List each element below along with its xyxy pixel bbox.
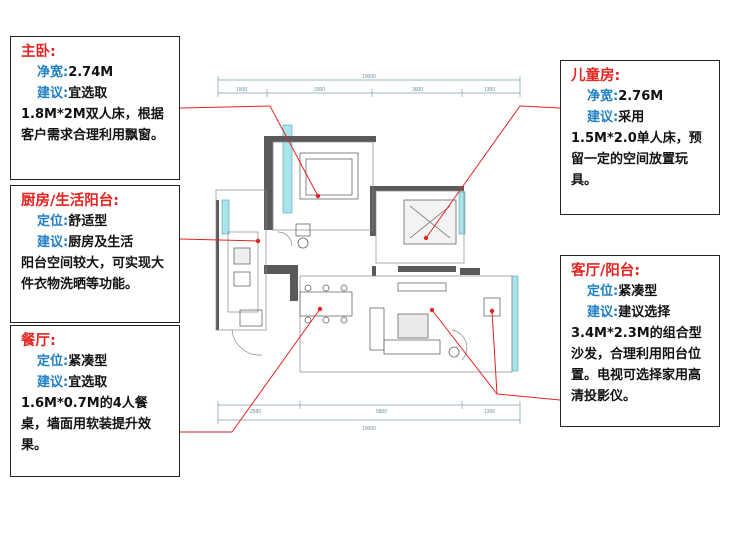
- dining-key-2: 建议:: [37, 375, 69, 390]
- room-outlines: [215, 141, 513, 373]
- dining-title: 餐厅:: [21, 333, 56, 349]
- child-val-2: 采用: [618, 110, 645, 125]
- child-key-1: 净宽:: [587, 89, 619, 104]
- living-desc: 3.4M*2.3M的组合型沙发，合理利用阳台位置。电视可选择家用高清投影仪。: [571, 326, 702, 404]
- kitchen-val-1: 舒适型: [68, 214, 108, 229]
- master-val-1: 2.74M: [68, 65, 114, 80]
- leader-lines: [179, 105, 561, 433]
- dim-bottom-2: 5800: [376, 409, 387, 415]
- dim-bottom-3: 1300: [484, 409, 495, 415]
- master-key-2: 建议:: [37, 86, 69, 101]
- living-key-2: 建议:: [587, 305, 619, 320]
- dining-desc: 1.6M*0.7M的4人餐桌，墙面用软装提升效果。: [21, 396, 152, 453]
- kitchen-val-2: 厨房及生活: [68, 235, 134, 250]
- master-bedroom-title: 主卧:: [21, 44, 56, 60]
- dimension-lines: [217, 76, 521, 424]
- dining-val-2: 宜选取: [68, 375, 108, 390]
- dim-top-4: 1300: [484, 87, 495, 93]
- living-balcony-note: 客厅/阳台: 定位:紧凑型 建议:建议选择 3.4M*2.3M的组合型沙发，合理…: [560, 255, 720, 427]
- master-key-1: 净宽:: [37, 65, 69, 80]
- child-room-note: 儿童房: 净宽:2.76M 建议:采用 1.5M*2.0单人床，预留一定的空间放…: [560, 60, 720, 215]
- living-title: 客厅/阳台:: [571, 263, 641, 279]
- master-desc: 1.8M*2M双人床，根据客户需求合理利用飘窗。: [21, 107, 165, 143]
- kitchen-desc: 阳台空间较大，可实现大件衣物洗晒等功能。: [21, 256, 165, 292]
- master-val-2: 宜选取: [68, 86, 108, 101]
- dim-top-1: 1500: [236, 87, 247, 93]
- kitchen-key-2: 建议:: [37, 235, 69, 250]
- kitchen-title: 厨房/生活阳台:: [21, 193, 120, 209]
- living-key-1: 定位:: [587, 284, 619, 299]
- dim-bottom-1: 2580: [250, 409, 261, 415]
- furniture: [233, 152, 501, 358]
- living-val-1: 紧凑型: [618, 284, 658, 299]
- child-desc: 1.5M*2.0单人床，预留一定的空间放置玩具。: [571, 131, 702, 188]
- living-val-2: 建议选择: [618, 305, 671, 320]
- dining-note: 餐厅: 定位:紧凑型 建议:宜选取 1.6M*0.7M的4人餐桌，墙面用软装提升…: [10, 325, 180, 477]
- balconies: [221, 124, 519, 372]
- dining-key-1: 定位:: [37, 354, 69, 369]
- dim-bottom-total: 10000: [362, 426, 376, 432]
- dim-top-total: 10000: [362, 74, 376, 80]
- dim-top-2: 3300: [314, 87, 325, 93]
- kitchen-balcony-note: 厨房/生活阳台: 定位:舒适型 建议:厨房及生活 阳台空间较大，可实现大件衣物洗…: [10, 185, 180, 323]
- dining-val-1: 紧凑型: [68, 354, 108, 369]
- master-bedroom-note: 主卧: 净宽:2.74M 建议:宜选取 1.8M*2M双人床，根据客户需求合理利…: [10, 36, 180, 180]
- child-key-2: 建议:: [587, 110, 619, 125]
- child-title: 儿童房:: [571, 68, 621, 84]
- kitchen-key-1: 定位:: [37, 214, 69, 229]
- child-val-1: 2.76M: [618, 89, 664, 104]
- leader-dots: [255, 193, 495, 314]
- dim-top-3: 3600: [412, 87, 423, 93]
